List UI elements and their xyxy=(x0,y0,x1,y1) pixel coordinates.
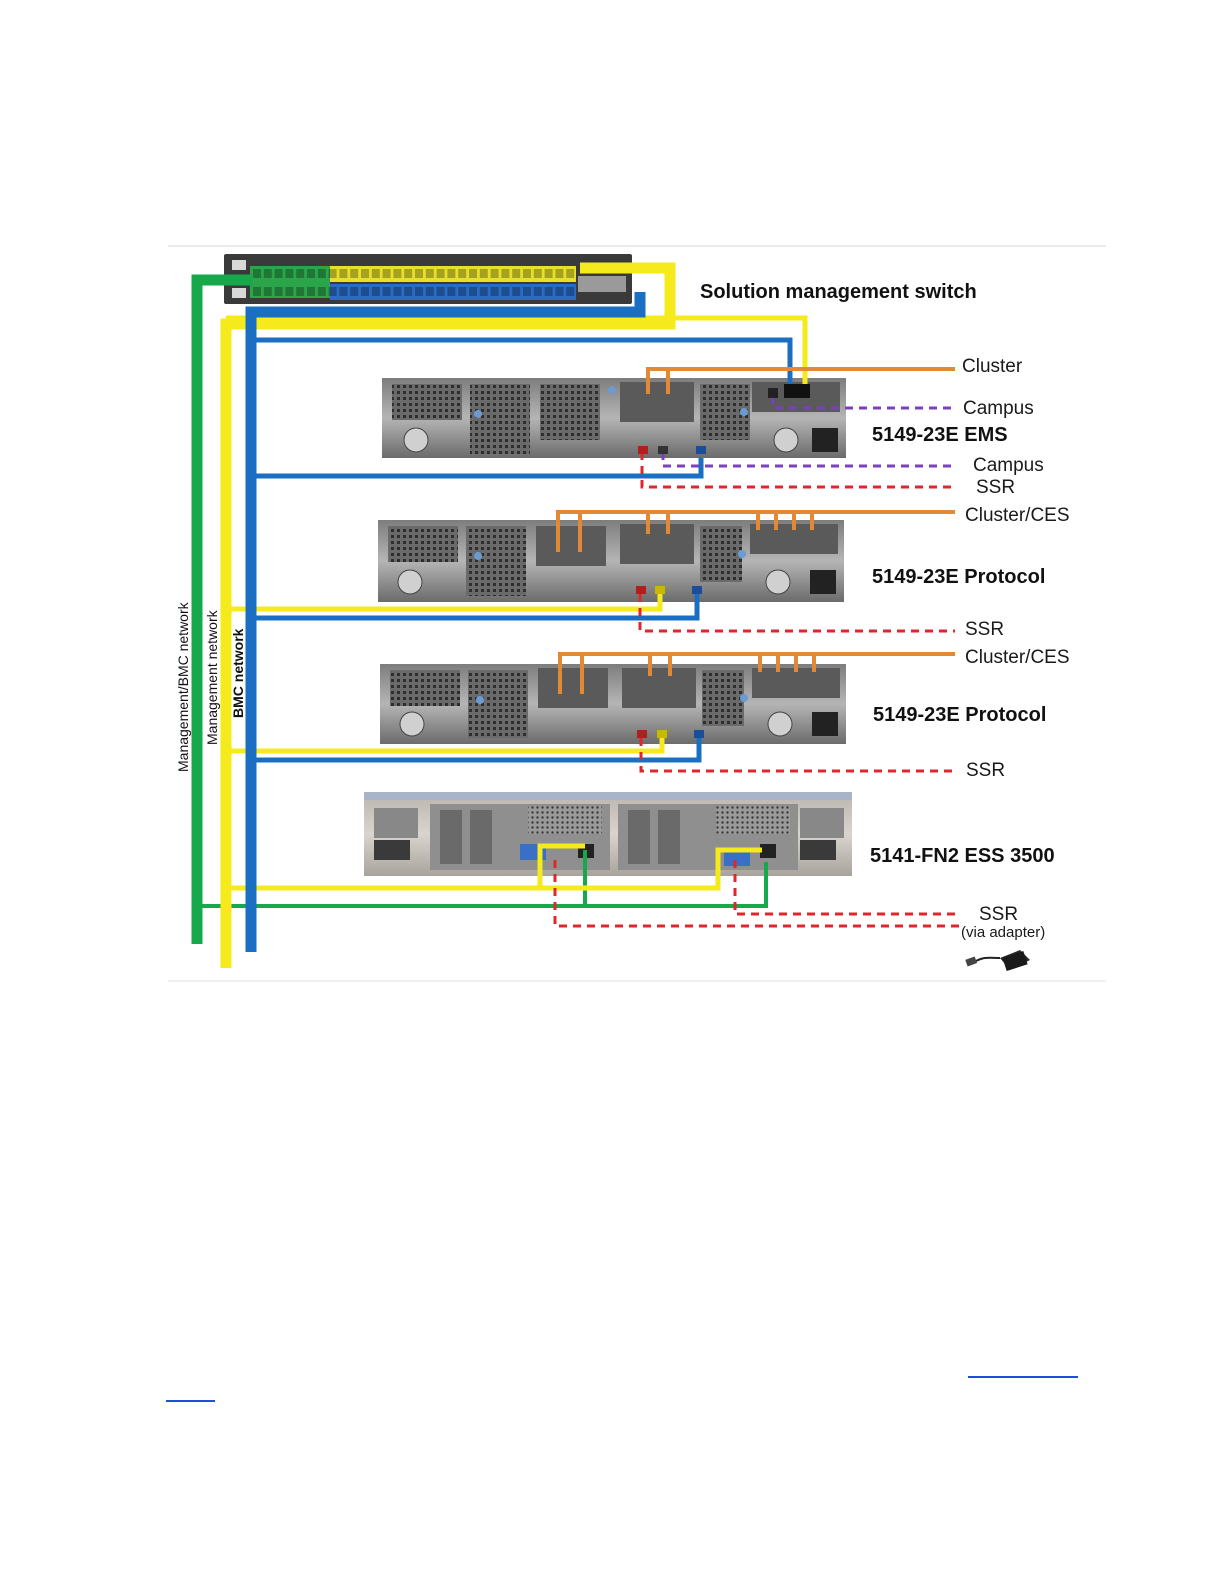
switch-port xyxy=(264,287,272,296)
switch-port xyxy=(534,269,542,278)
ems-bmc-cable-lower xyxy=(251,458,701,476)
switch-port xyxy=(426,287,434,296)
switch-port xyxy=(404,287,412,296)
switch-port xyxy=(350,269,358,278)
switch-port xyxy=(318,287,326,296)
switch-port xyxy=(545,269,553,278)
switch-port xyxy=(318,269,326,278)
protocol1-cluster-label: Cluster/CES xyxy=(965,505,1070,526)
switch-port xyxy=(296,269,304,278)
ems-ssr-label: SSR xyxy=(976,477,1015,498)
switch-port xyxy=(393,287,401,296)
switch-port xyxy=(545,287,553,296)
switch-port xyxy=(393,269,401,278)
switch-port xyxy=(469,269,477,278)
switch-port xyxy=(383,287,391,296)
switch-port xyxy=(275,287,283,296)
switch-port xyxy=(566,269,574,278)
switch-port xyxy=(534,287,542,296)
switch-port xyxy=(264,269,272,278)
switch-port xyxy=(285,287,293,296)
switch-port xyxy=(447,287,455,296)
switch-port xyxy=(329,269,337,278)
bmc-network-label: BMC network xyxy=(230,628,246,718)
ess-node-label: 5141-FN2 ESS 3500 xyxy=(870,845,1055,867)
switch-port xyxy=(469,287,477,296)
ems-campus-top-label: Campus xyxy=(963,398,1034,419)
switch-port xyxy=(555,287,563,296)
protocol1-ssr-label: SSR xyxy=(965,619,1004,640)
protocol2-cluster-label: Cluster/CES xyxy=(965,647,1070,668)
usb-ethernet-adapter-icon xyxy=(965,950,1030,971)
switch-port xyxy=(339,287,347,296)
switch-port xyxy=(458,287,466,296)
switch-port xyxy=(383,269,391,278)
ems-campus-bottom-label: Campus xyxy=(973,455,1044,476)
management-bmc-network-label: Management/BMC network xyxy=(175,601,191,772)
switch-port xyxy=(285,269,293,278)
switch-port xyxy=(372,269,380,278)
switch-label: Solution management switch xyxy=(700,281,977,303)
switch-port xyxy=(426,269,434,278)
switch-port xyxy=(512,269,520,278)
switch-port xyxy=(491,269,499,278)
switch-port xyxy=(555,269,563,278)
protocol2-node-label: 5149-23E Protocol xyxy=(873,704,1046,726)
switch-port xyxy=(372,287,380,296)
switch-port xyxy=(447,269,455,278)
protocol1-node-label: 5149-23E Protocol xyxy=(872,566,1045,588)
reference-link-underline[interactable] xyxy=(968,1376,1078,1378)
protocol-server-2 xyxy=(380,664,846,744)
switch-port xyxy=(361,287,369,296)
reference-link-underline-continued[interactable] xyxy=(166,1400,215,1402)
management-network-label: Management network xyxy=(204,609,220,745)
switch-port xyxy=(480,269,488,278)
switch-port xyxy=(329,287,337,296)
switch-port xyxy=(307,287,315,296)
switch-port xyxy=(296,287,304,296)
protocol2-ssr-label: SSR xyxy=(966,760,1005,781)
switch-port xyxy=(458,269,466,278)
switch-port xyxy=(566,287,574,296)
ems-cluster-label: Cluster xyxy=(962,356,1023,377)
switch-port xyxy=(512,287,520,296)
switch-port xyxy=(415,269,423,278)
switch-port xyxy=(350,287,358,296)
switch-port xyxy=(501,269,509,278)
switch-port xyxy=(404,269,412,278)
switch-port xyxy=(361,269,369,278)
switch-port xyxy=(501,287,509,296)
ess-3500-enclosure xyxy=(364,792,852,876)
switch-port xyxy=(415,287,423,296)
switch-port xyxy=(437,287,445,296)
switch-port xyxy=(307,269,315,278)
switch-port xyxy=(523,287,531,296)
ems-node-label: 5149-23E EMS xyxy=(872,424,1008,446)
switch-port xyxy=(491,287,499,296)
switch-port xyxy=(339,269,347,278)
ess-ssr-label: SSR xyxy=(979,904,1018,925)
management-switch xyxy=(224,254,632,304)
switch-port xyxy=(523,269,531,278)
switch-port xyxy=(437,269,445,278)
switch-port xyxy=(480,287,488,296)
switch-port xyxy=(253,287,261,296)
switch-port xyxy=(253,269,261,278)
switch-port xyxy=(275,269,283,278)
protocol-server-1 xyxy=(378,520,844,602)
ess-ssr-note: (via adapter) xyxy=(961,924,1045,941)
